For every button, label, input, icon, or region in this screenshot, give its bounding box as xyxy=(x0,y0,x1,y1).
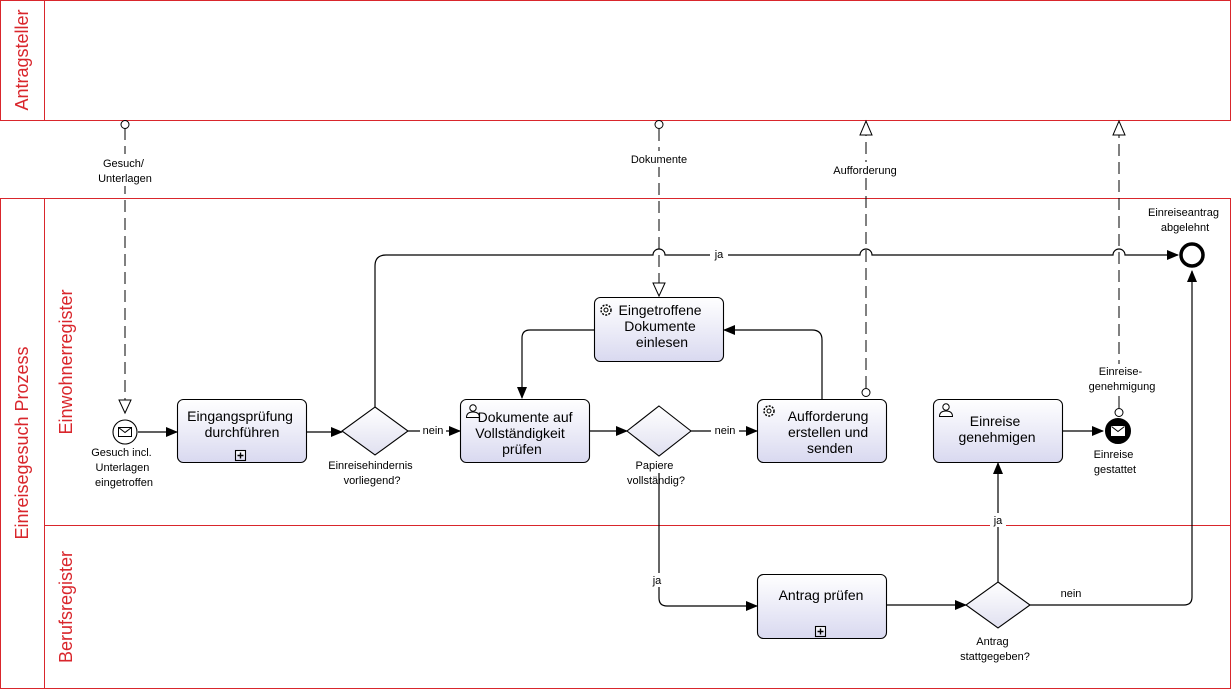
message-flow-application: Gesuch/ Unterlagen xyxy=(90,120,160,415)
flow-label-nein-2: nein xyxy=(715,425,736,437)
end-event-rejected: Einreiseantrag abgelehnt xyxy=(1148,207,1222,268)
message-label-request: Aufforderung xyxy=(833,165,896,177)
sequence-flows: ja nein nein ja ja nein xyxy=(138,248,1197,611)
task-request-send[interactable]: Aufforderung erstellen und senden xyxy=(756,398,888,464)
lane-resident-label: Einwohnerregister xyxy=(56,289,76,434)
svg-text:Eingangsprüfung durchfüh: Eingangsprüfung durchführen xyxy=(187,408,297,440)
flow-label-ja-top: ja xyxy=(714,249,724,261)
flow-label-nein-3: nein xyxy=(1061,588,1082,600)
message-flow-approval: Einreise- genehmigung xyxy=(1084,119,1158,417)
message-label-approval: Einreise- genehmigung xyxy=(1089,366,1156,393)
gateway-granted: Antrag stattgegeben? xyxy=(960,581,1031,663)
start-event: Gesuch incl. Unterlagen eingetroffen xyxy=(91,419,155,489)
svg-text:Antrag stattgegeben?: Antrag stattgegeben? xyxy=(960,636,1030,663)
pool-applicant-label: Antragsteller xyxy=(12,9,32,110)
message-label-documents: Dokumente xyxy=(631,154,687,166)
lane-profession-label: Berufsregister xyxy=(56,551,76,663)
pool-process-label: Einreisegesuch Prozess xyxy=(12,346,32,539)
start-event-label: Gesuch incl. Unterlagen eingetroffen xyxy=(91,447,155,489)
svg-text:Antrag prüfen: Antrag prüfen xyxy=(779,587,864,603)
svg-text:Einreise genehmigen: Einreise genehmigen xyxy=(958,413,1035,445)
svg-text:Papiere vollständig?: Papiere vollständig? xyxy=(627,460,685,487)
flow-obstacle-yes xyxy=(374,248,1179,407)
gateway-complete: Papiere vollständig? xyxy=(626,405,692,487)
message-flow-request: Aufforderung xyxy=(824,119,908,397)
user-icon xyxy=(938,403,954,417)
svg-text:Einreisehindernis vorlie: Einreisehindernis vorliegend? xyxy=(328,460,415,487)
task-check-documents[interactable]: Dokumente auf Vollständigkeit prüfen xyxy=(459,398,591,464)
svg-text:Eingetroffene Dokumente: Eingetroffene Dokumente einlesen xyxy=(619,302,706,350)
gear-icon xyxy=(763,405,775,417)
message-flow-documents: Dokumente xyxy=(622,120,696,298)
svg-text:Einreiseantrag abgelehnt: Einreiseantrag abgelehnt xyxy=(1148,207,1222,234)
svg-text:Aufforderung erstellen u: Aufforderung erstellen und senden xyxy=(788,408,873,456)
svg-text:Einreise gestattet: Einreise gestattet xyxy=(1094,449,1137,476)
gear-icon xyxy=(600,304,612,316)
flow-complete-yes xyxy=(658,462,758,611)
task-read-documents[interactable]: Eingetroffene Dokumente einlesen xyxy=(593,296,725,363)
user-icon xyxy=(465,404,481,418)
svg-text:Dokumente auf Vollständi: Dokumente auf Vollständigkeit prüfen xyxy=(475,409,576,457)
flow-label-ja-up: ja xyxy=(993,515,1003,527)
flow-label-ja-down: ja xyxy=(652,575,662,587)
message-label-application: Gesuch/ Unterlagen xyxy=(98,158,152,185)
task-check-application[interactable]: Antrag prüfen xyxy=(756,573,888,640)
task-approve-entry[interactable]: Einreise genehmigen xyxy=(932,398,1064,464)
pool-applicant: Antragsteller xyxy=(0,0,1231,121)
flow-granted-no xyxy=(1030,270,1197,606)
flow-request-to-read xyxy=(723,325,823,400)
end-event-granted: Einreise gestattet xyxy=(1094,418,1137,476)
gateway-obstacle: Einreisehindernis vorliegend? xyxy=(328,406,415,487)
flow-read-to-checkdocs xyxy=(517,329,594,399)
flow-label-nein-1: nein xyxy=(423,425,444,437)
task-entry-check[interactable]: Eingangsprüfung durchführen xyxy=(176,398,308,464)
